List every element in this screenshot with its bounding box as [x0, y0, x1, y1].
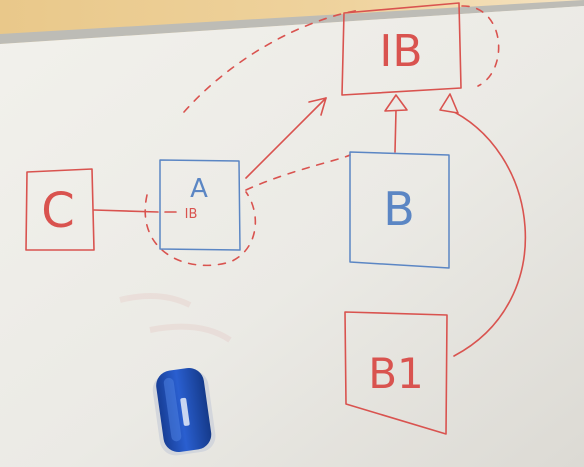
- whiteboard-eraser-icon: [152, 368, 216, 456]
- arrow-a-to-ib: [245, 97, 327, 179]
- box-ib-label: IB: [379, 26, 422, 77]
- connector-c-to-a: [93, 209, 159, 213]
- box-ib-outline: [341, 2, 462, 96]
- box-b-label: B: [383, 182, 415, 236]
- box-a-outline: [159, 159, 241, 251]
- box-c-label: C: [41, 183, 75, 239]
- box-a-label: A: [190, 174, 208, 204]
- board-top-edge: [0, 0, 584, 44]
- whiteboard-surface: [0, 6, 584, 467]
- arrow-b-to-ib: [394, 109, 397, 153]
- box-b1-label: B1: [368, 349, 424, 398]
- arrow-a-to-ib-head: [308, 97, 327, 116]
- box-c-outline: [25, 168, 95, 251]
- arrow-b-to-ib-head: [384, 94, 408, 112]
- dashed-grouping: [144, 5, 500, 267]
- box-a-port-label: IB: [185, 207, 198, 222]
- box-b1-outline: [344, 311, 448, 435]
- box-b-outline: [349, 151, 450, 269]
- arrow-b1-to-ib: [445, 107, 527, 357]
- ghost-smudges: [119, 293, 232, 343]
- arrow-b1-to-ib-head: [439, 93, 459, 114]
